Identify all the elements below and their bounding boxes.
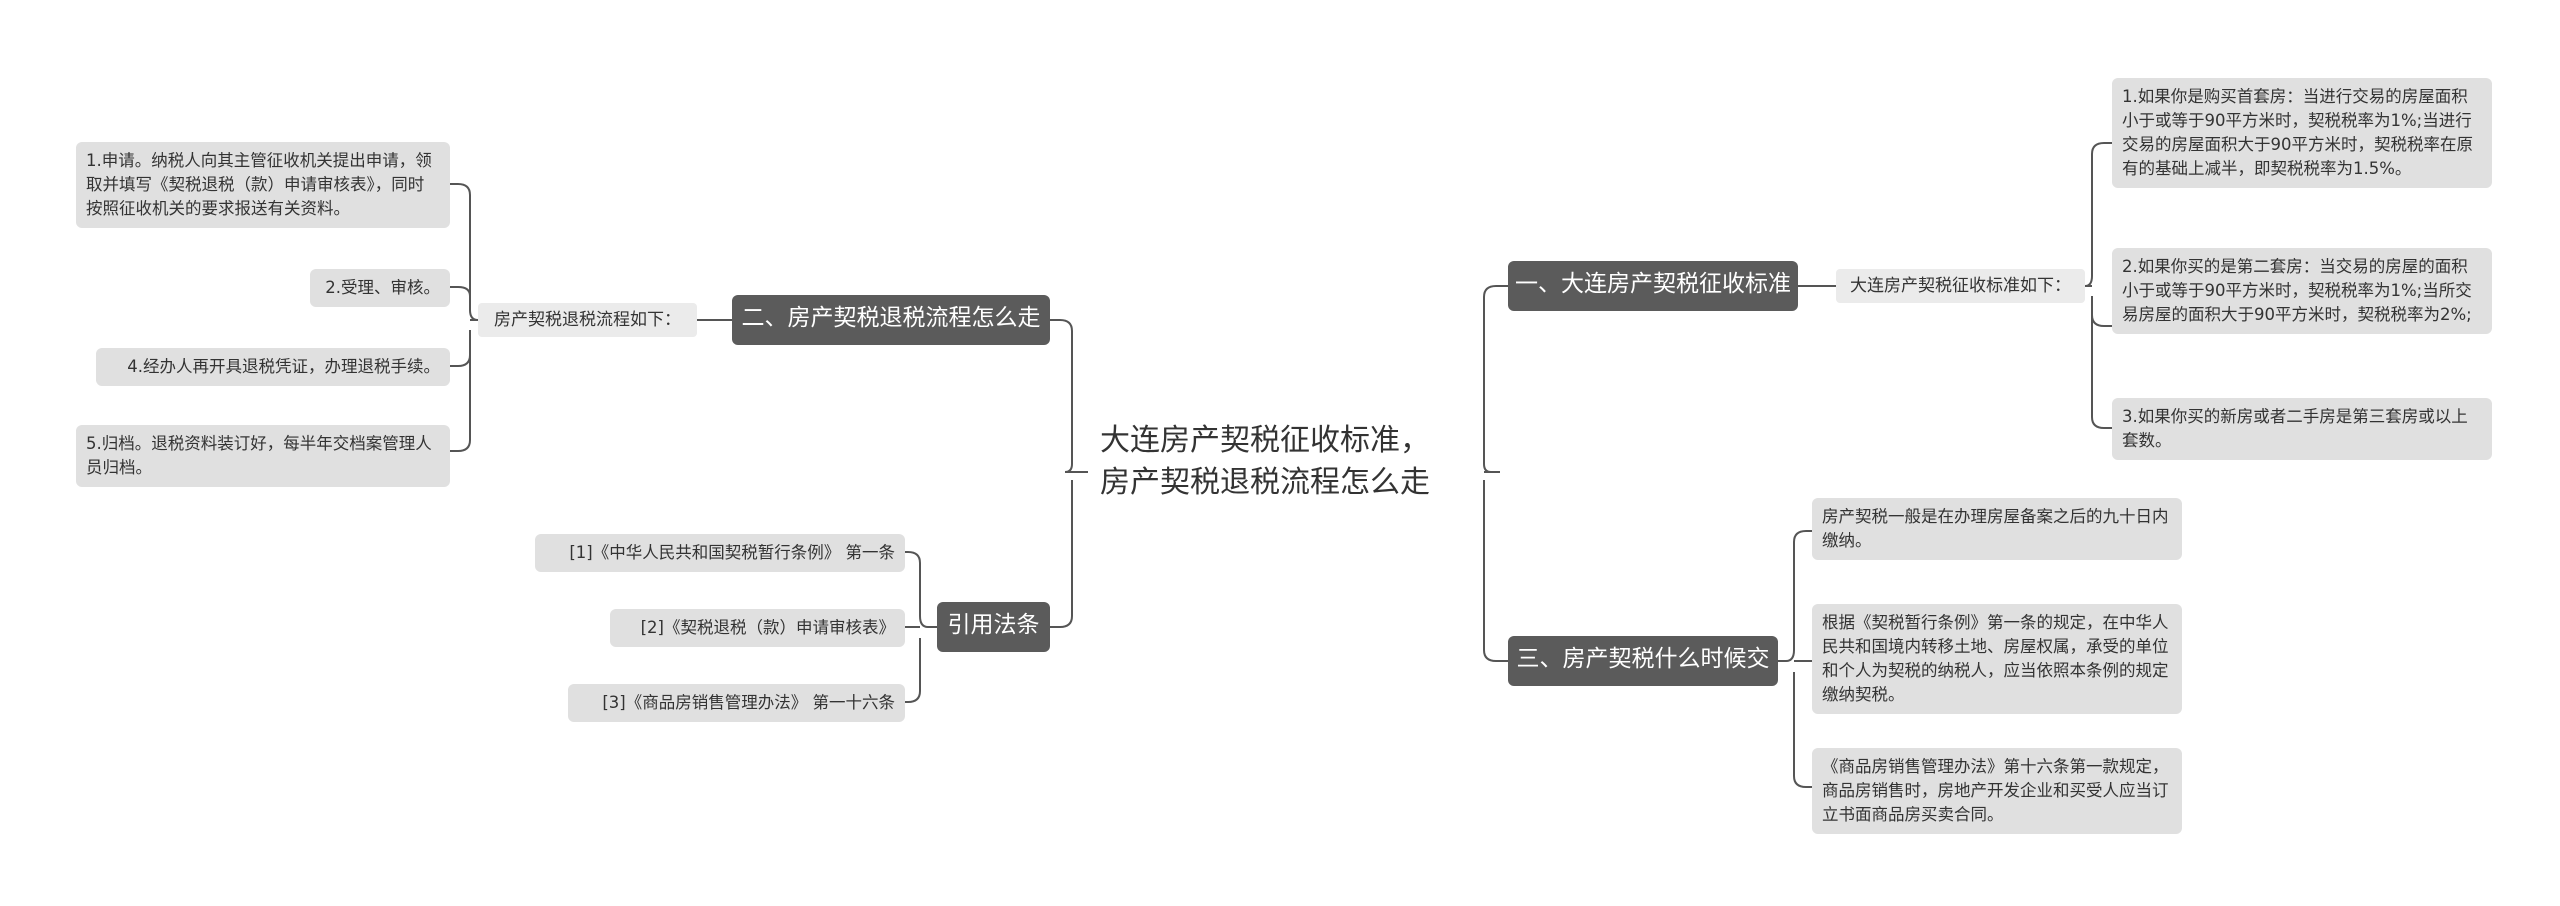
refund-step-4-text: 4.经办人再开具退税凭证，办理退税手续。 (127, 357, 440, 376)
when-to-pay-item-3-text: 《商品房销售管理办法》第十六条第一款规定，商品房销售时，房地产开发企业和买受人应… (1822, 757, 2169, 824)
when-to-pay-item-3[interactable]: 《商品房销售管理办法》第十六条第一款规定，商品房销售时，房地产开发企业和买受人应… (1812, 748, 2182, 834)
tax-standard-item-1[interactable]: 1.如果你是购买首套房：当进行交易的房屋面积小于或等于90平方米时，契税税率为1… (2112, 78, 2492, 188)
citation-3-text: [3]《商品房销售管理办法》 第一十六条 (602, 693, 895, 712)
tax-standard-item-3[interactable]: 3.如果你买的新房或者二手房是第三套房或以上套数。 (2112, 398, 2492, 460)
connector-when-items (1778, 530, 1812, 788)
tax-standard-item-2-text: 2.如果你买的是第二套房：当交易的房屋的面积小于或等于90平方米时，契税税率为1… (2122, 257, 2472, 324)
topic-refund-process-label: 二、房产契税退税流程怎么走 (741, 305, 1041, 331)
topic-citations-label: 引用法条 (947, 612, 1040, 638)
refund-step-2[interactable]: 2.受理、审核。 (310, 269, 450, 307)
refund-step-4[interactable]: 4.经办人再开具退税凭证，办理退税手续。 (96, 348, 450, 386)
tax-standard-intro[interactable]: 大连房产契税征收标准如下： (1836, 269, 2085, 303)
tax-standard-item-1-text: 1.如果你是购买首套房：当进行交易的房屋面积小于或等于90平方米时，契税税率为1… (2122, 87, 2473, 178)
tax-standard-item-3-text: 3.如果你买的新房或者二手房是第三套房或以上套数。 (2122, 407, 2468, 450)
refund-step-5-text: 5.归档。退税资料装订好，每半年交档案管理人员归档。 (86, 434, 432, 477)
connector-standard-items (2084, 142, 2112, 429)
refund-process-intro[interactable]: 房产契税退税流程如下： (478, 303, 697, 337)
refund-step-2-text: 2.受理、审核。 (325, 278, 440, 297)
when-to-pay-item-2-text: 根据《契税暂行条例》第一条的规定，在中华人民共和国境内转移土地、房屋权属，承受的… (1822, 613, 2169, 704)
topic-tax-standard[interactable]: 一、大连房产契税征收标准 (1508, 261, 1798, 311)
citation-1-text: [1]《中华人民共和国契税暂行条例》 第一条 (569, 543, 895, 562)
citation-1[interactable]: [1]《中华人民共和国契税暂行条例》 第一条 (535, 534, 905, 572)
when-to-pay-item-2[interactable]: 根据《契税暂行条例》第一条的规定，在中华人民共和国境内转移土地、房屋权属，承受的… (1812, 604, 2182, 714)
refund-step-1[interactable]: 1.申请。纳税人向其主管征收机关提出申请，领取并填写《契税退税（款）申请审核表》… (76, 142, 450, 228)
topic-citations[interactable]: 引用法条 (937, 602, 1050, 652)
tax-standard-item-2[interactable]: 2.如果你买的是第二套房：当交易的房屋的面积小于或等于90平方米时，契税税率为1… (2112, 248, 2492, 334)
citation-3[interactable]: [3]《商品房销售管理办法》 第一十六条 (568, 684, 905, 722)
topic-refund-process[interactable]: 二、房产契税退税流程怎么走 (732, 295, 1050, 345)
connector-left-bus (1050, 319, 1073, 628)
when-to-pay-item-1[interactable]: 房产契税一般是在办理房屋备案之后的九十日内缴纳。 (1812, 498, 2182, 560)
connector-refund-steps (450, 183, 479, 452)
refund-step-1-text: 1.申请。纳税人向其主管征收机关提出申请，领取并填写《契税退税（款）申请审核表》… (86, 151, 432, 218)
citation-2-text: [2]《契税退税（款）申请审核表》 (640, 618, 895, 637)
connector-citations-items (905, 551, 937, 703)
refund-process-intro-label: 房产契税退税流程如下： (494, 310, 681, 330)
topic-when-to-pay-label: 三、房产契税什么时候交 (1516, 646, 1770, 672)
connector-right-bus (1483, 285, 1508, 662)
topic-tax-standard-label: 一、大连房产契税征收标准 (1515, 271, 1791, 297)
citation-2[interactable]: [2]《契税退税（款）申请审核表》 (610, 609, 905, 647)
when-to-pay-item-1-text: 房产契税一般是在办理房屋备案之后的九十日内缴纳。 (1822, 507, 2169, 550)
central-topic[interactable]: 大连房产契税征收标准， 房产契税退税流程怎么走 (1100, 423, 1430, 500)
tax-standard-intro-label: 大连房产契税征收标准如下： (1850, 276, 2071, 296)
topic-when-to-pay[interactable]: 三、房产契税什么时候交 (1508, 636, 1778, 686)
refund-step-5[interactable]: 5.归档。退税资料装订好，每半年交档案管理人员归档。 (76, 425, 450, 487)
